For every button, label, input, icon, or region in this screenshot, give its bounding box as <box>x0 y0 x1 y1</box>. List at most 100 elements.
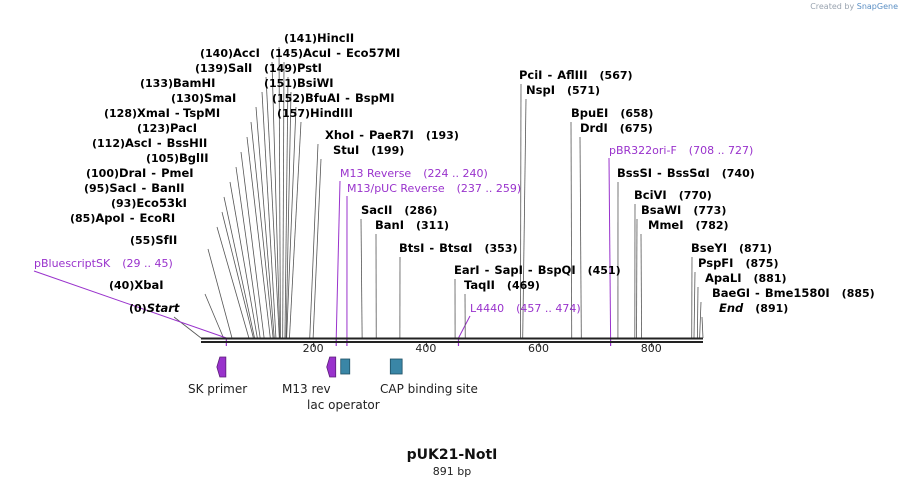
primer-range-m13-puc-reverse: (237 .. 259) <box>457 182 522 195</box>
site-label-drdi[interactable]: DrdI(675) <box>580 121 653 135</box>
site-pos-saci-banii: (95) <box>84 182 109 195</box>
feature-arrow-sk-primer[interactable] <box>216 356 227 378</box>
site-label-smai[interactable]: (130)SmaI <box>171 91 236 105</box>
enzyme-name-bamhi: BamHI <box>173 76 215 90</box>
leader-bglii <box>235 166 261 339</box>
site-pos-baegi-bme1580i: (885) <box>842 287 875 300</box>
site-label-bsiwi[interactable]: (151)BsiWI <box>264 76 334 90</box>
site-label-baegi-bme1580i[interactable]: BaeGI-Bme1580I(885) <box>712 286 875 300</box>
primer-leader-pbr322ori-f <box>608 157 612 339</box>
site-label-bamhi[interactable]: (133)BamHI <box>140 76 215 90</box>
leader-drai-pmei <box>229 181 258 339</box>
site-label-hincii[interactable]: (141)HincII <box>284 31 354 45</box>
site-separator: - <box>130 211 135 225</box>
credit-prefix: Created by <box>810 2 855 11</box>
enzyme-name-bseyi: BseYI <box>691 241 727 255</box>
primer-label-pbr322ori-f[interactable]: pBR322ori-F(708 .. 727) <box>609 144 753 157</box>
site-label-xhoi-paer7i[interactable]: XhoI-PaeR7I (193) <box>325 128 459 142</box>
site-label-bsssi-bsss-i[interactable]: BssSI-BssSαI(740) <box>617 166 755 180</box>
site-label-hindiii[interactable]: (157)HindIII <box>277 106 353 120</box>
primer-name-m13-reverse: M13 Reverse <box>340 167 411 180</box>
site-label-sacii[interactable]: SacII(286) <box>361 203 437 217</box>
site-pos-end: (891) <box>755 302 788 315</box>
site-label-sali[interactable]: (139)SalI <box>195 61 252 75</box>
site-pos-xmai-tspmi: (128) <box>104 107 137 120</box>
site-label-paci[interactable]: (123)PacI <box>137 121 197 135</box>
leader-paci <box>246 136 271 339</box>
site-label-mmei[interactable]: MmeI(782) <box>648 218 729 232</box>
leader-sfii <box>207 248 233 339</box>
site-pos-bpuei: (658) <box>620 107 653 120</box>
site-label-apoi-ecori[interactable]: (85)ApoI-EcoRI <box>70 211 175 225</box>
site-label-btsi-bts-i[interactable]: BtsI-BtsαI(353) <box>399 241 518 255</box>
enzyme-name-eco57mi: Eco57MI <box>346 46 400 60</box>
site-label-eco53ki[interactable]: (93)Eco53kI <box>111 196 187 210</box>
site-separator: - <box>359 128 364 142</box>
feature-box-lac-operator[interactable] <box>340 358 351 375</box>
primer-label-m13-reverse[interactable]: M13 Reverse(224 .. 240) <box>340 167 488 180</box>
enzyme-name-sacii: SacII <box>361 203 392 217</box>
site-label-saci-banii[interactable]: (95)SacI-BanII <box>84 181 185 195</box>
site-separator: - <box>528 263 533 277</box>
site-label-xbai[interactable]: (40)XbaI <box>109 278 164 292</box>
feature-arrow-m13-rev[interactable] <box>326 356 337 378</box>
enzyme-name-xbai: XbaI <box>134 278 163 292</box>
primer-label-l4440[interactable]: L4440(457 .. 474) <box>470 302 581 315</box>
site-label-stui[interactable]: StuI(199) <box>333 143 404 157</box>
enzyme-name-banii: BanII <box>151 181 184 195</box>
site-pos-bfuai-bspmi: (152) <box>272 92 305 105</box>
site-label-apali[interactable]: ApaLI(881) <box>705 271 787 285</box>
site-label-bpuei[interactable]: BpuEI(658) <box>571 106 653 120</box>
dna-backbone <box>201 337 703 343</box>
enzyme-name-acci: AccI <box>233 46 260 60</box>
enzyme-name-paer7i: PaeR7I <box>369 128 414 142</box>
leader-apali <box>696 286 699 339</box>
leader-apoi-ecori <box>216 226 250 339</box>
primer-range-l4440: (457 .. 474) <box>516 302 581 315</box>
enzyme-name-psti: PstI <box>297 61 322 75</box>
site-label-bani[interactable]: BanI(311) <box>375 218 449 232</box>
leader-hindiii <box>289 121 302 339</box>
site-label-psti[interactable]: (149)PstI <box>264 61 322 75</box>
site-label-taqii[interactable]: TaqII(469) <box>464 278 540 292</box>
site-pos-paci: (123) <box>137 122 170 135</box>
site-label-sfii[interactable]: (55)SfII <box>130 233 177 247</box>
site-label-bsawi[interactable]: BsaWI(773) <box>641 203 726 217</box>
plasmid-name: pUK21-NotI <box>406 447 498 463</box>
enzyme-name-drai: DraI <box>119 166 146 180</box>
primer-label-pbluescriptsk[interactable]: pBluescriptSK(29 .. 45) <box>34 257 173 270</box>
site-label-xmai-tspmi[interactable]: (128)XmaI-TspMI <box>104 106 220 120</box>
enzyme-name-bts-i: BtsαI <box>439 241 472 255</box>
site-label-nspi[interactable]: NspI(571) <box>526 83 600 97</box>
site-label-asci-bsshii[interactable]: (112)AscI-BssHII <box>92 136 207 150</box>
primer-label-m13-puc-reverse[interactable]: M13/pUC Reverse(237 .. 259) <box>347 182 521 195</box>
site-label-start[interactable]: (0)Start <box>129 301 180 315</box>
site-label-end[interactable]: End(891) <box>719 301 788 315</box>
site-label-pspfi[interactable]: PspFI(875) <box>698 256 778 270</box>
site-label-eari-sapi-bspqi[interactable]: EarI-SapI-BspQI(451) <box>454 263 621 277</box>
primer-leader-m13-reverse <box>335 180 341 339</box>
leader-hincii <box>278 46 281 339</box>
enzyme-name-xhoi: XhoI <box>325 128 354 142</box>
leader-acui-eco57mi <box>282 61 285 339</box>
site-pos-pcii-afliii: (567) <box>600 69 633 82</box>
site-label-pcii-afliii[interactable]: PciI-AflIII(567) <box>519 68 633 82</box>
enzyme-name-xmai: XmaI <box>137 106 170 120</box>
tick-label-800: 800 <box>641 342 662 355</box>
site-label-bseyi[interactable]: BseYI(871) <box>691 241 772 255</box>
tick-label-400: 400 <box>415 342 436 355</box>
enzyme-name-btsi: BtsI <box>399 241 424 255</box>
feature-box-cap-binding-site[interactable] <box>389 358 403 375</box>
enzyme-name-tspmi: TspMI <box>183 106 220 120</box>
site-label-bfuai-bspmi[interactable]: (152)BfuAI-BspMI <box>272 91 395 105</box>
leader-smai <box>255 106 275 339</box>
site-pos-bcivi: (770) <box>679 189 712 202</box>
site-label-acui-eco57mi[interactable]: (145)AcuI-Eco57MI <box>270 46 400 60</box>
site-label-bglii[interactable]: (105)BglII <box>146 151 209 165</box>
site-label-drai-pmei[interactable]: (100)DraI-PmeI <box>86 166 194 180</box>
site-label-bcivi[interactable]: BciVI(770) <box>634 188 712 202</box>
site-pos-xhoi-paer7i: (193) <box>426 129 459 142</box>
site-pos-acci: (140) <box>200 47 233 60</box>
site-label-acci[interactable]: (140)AccI <box>200 46 260 60</box>
